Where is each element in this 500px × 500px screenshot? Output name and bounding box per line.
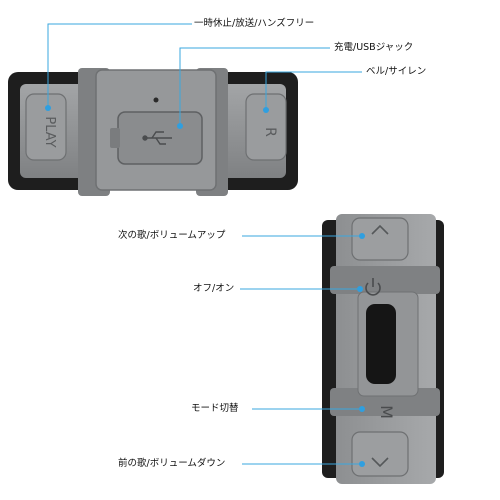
speaker-top-view <box>8 68 298 196</box>
callout-dot <box>359 406 365 412</box>
chevron-down-icon <box>371 457 389 468</box>
usb-icon <box>142 131 172 145</box>
callout-dot <box>359 233 365 239</box>
label-play-pause: 一時休止/放送/ハンズフリー <box>194 18 315 29</box>
volume-down-button[interactable] <box>351 431 409 477</box>
bell-glyph: R <box>262 127 278 137</box>
volume-up-button[interactable] <box>351 217 409 261</box>
power-icon <box>365 278 381 296</box>
callout-dot <box>359 461 365 467</box>
callout-dot <box>357 286 363 292</box>
mic-hole <box>153 97 159 103</box>
label-prev: 前の歌/ボリュームダウン <box>118 458 226 469</box>
top-callout-lines <box>47 23 362 126</box>
play-button[interactable] <box>25 93 67 161</box>
speaker-side-view <box>322 214 444 484</box>
label-mode: モード切替 <box>191 403 239 414</box>
label-charging: 充電/USBジャック <box>334 42 414 53</box>
label-power: オフ/オン <box>193 283 235 294</box>
side-callout-lines <box>240 235 362 465</box>
callout-dot <box>263 107 269 113</box>
label-next: 次の歌/ボリュームアップ <box>118 230 226 241</box>
play-glyph: PLAY <box>42 116 57 147</box>
callout-dot <box>177 123 183 129</box>
power-slider[interactable] <box>366 304 396 384</box>
chevron-up-icon <box>371 224 389 235</box>
callout-dot <box>45 105 51 111</box>
label-bell: ベル/サイレン <box>366 66 427 77</box>
mode-glyph: M <box>377 405 396 419</box>
